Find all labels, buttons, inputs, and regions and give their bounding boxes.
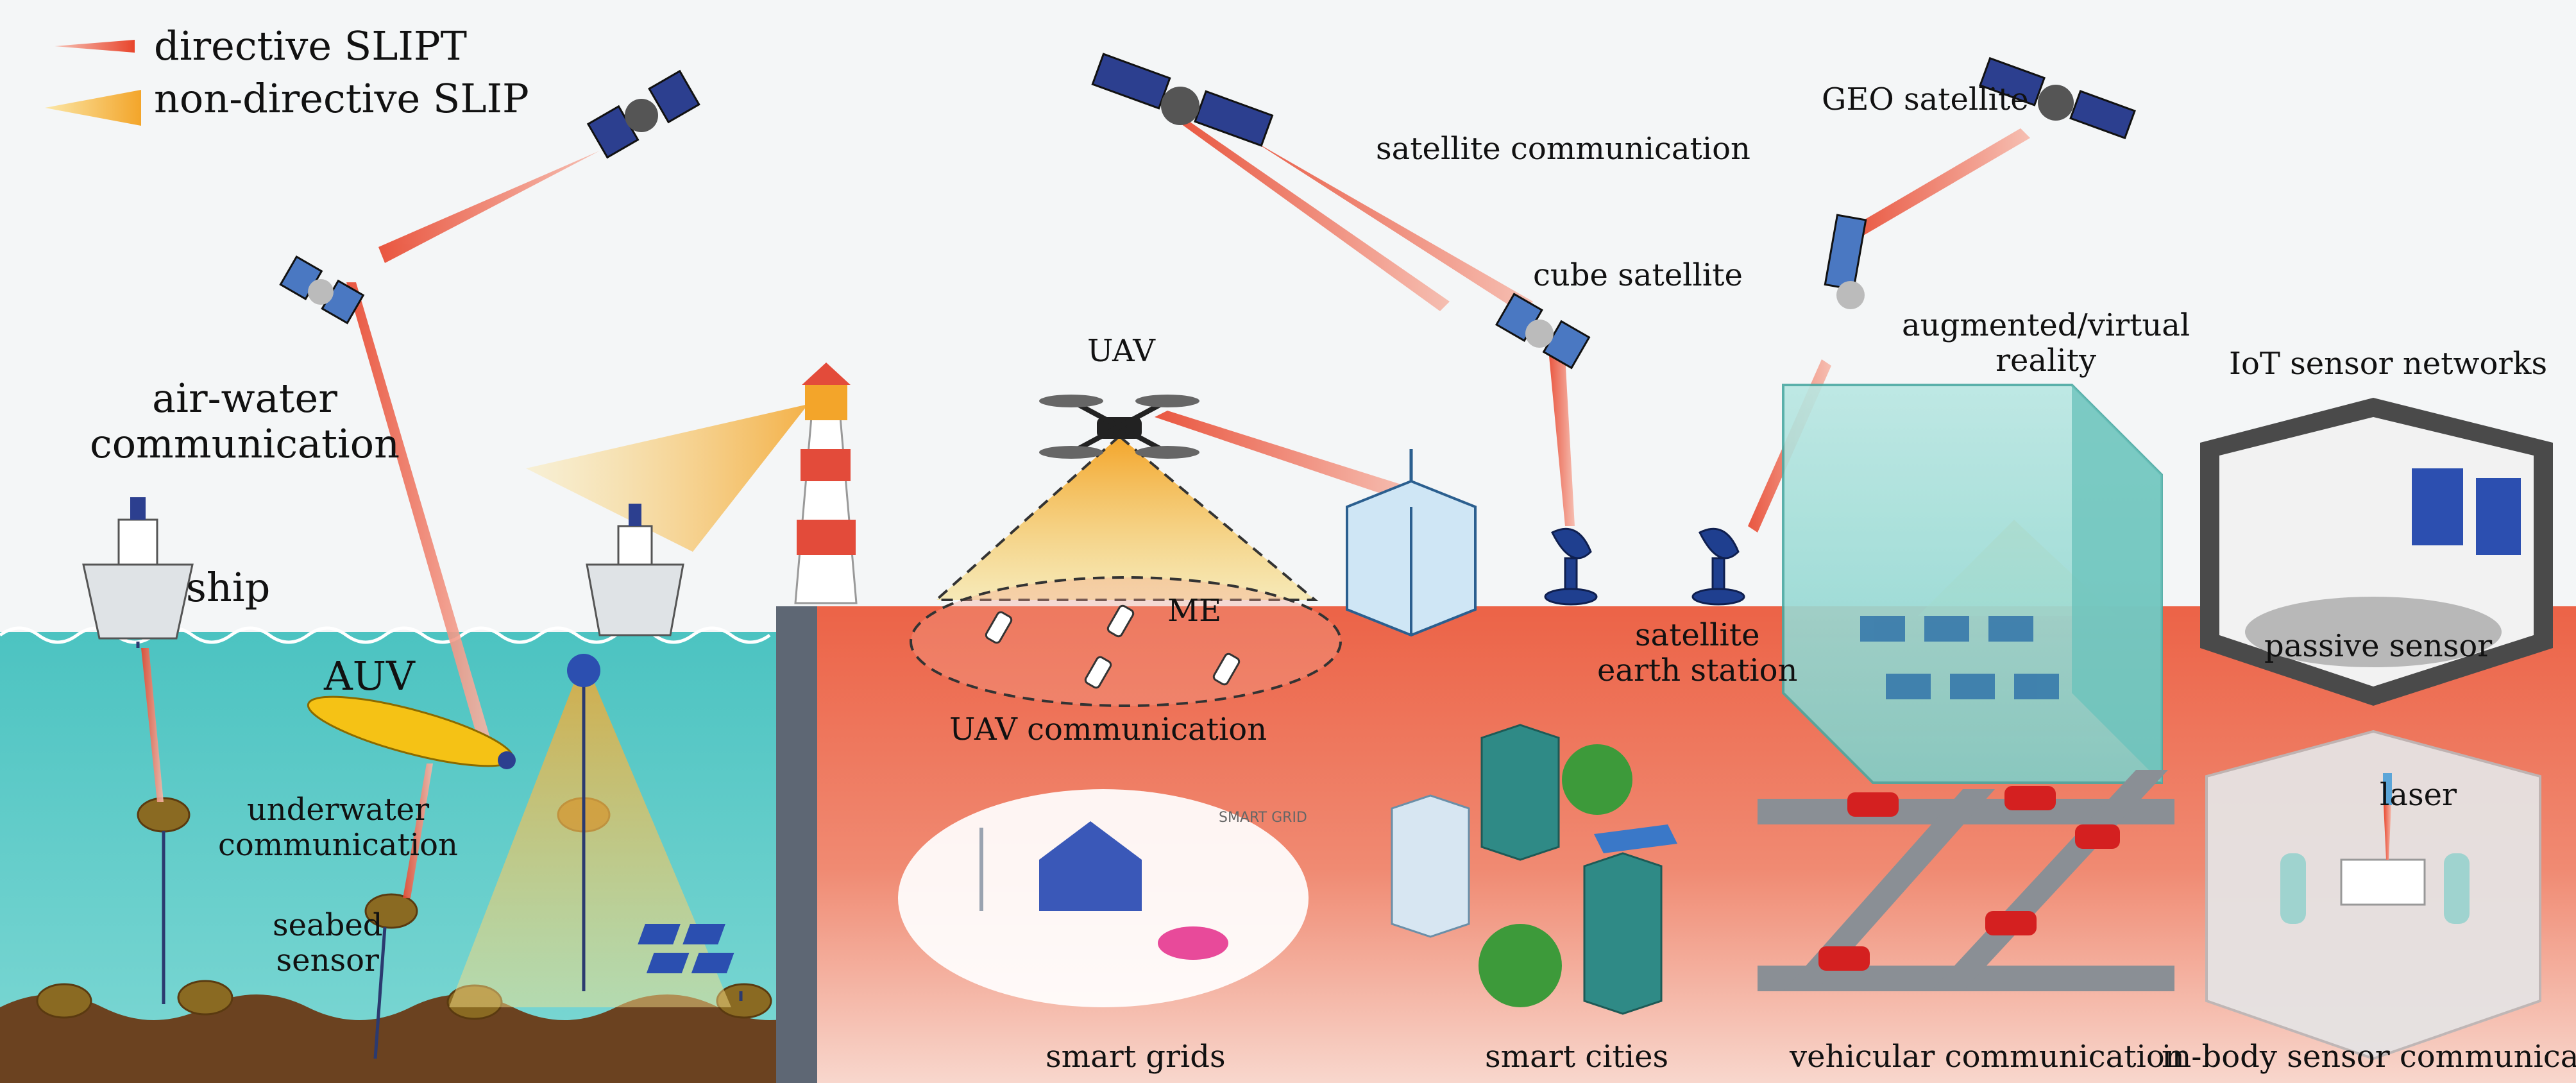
ar-vr-room bbox=[1782, 384, 2163, 784]
legend-directive-label: directive SLIPT bbox=[154, 22, 467, 69]
ship-label: ship bbox=[186, 564, 271, 611]
legend-non-directive-label: non-directive SLIP bbox=[154, 75, 529, 122]
smart-cities-scene bbox=[1391, 724, 1677, 1015]
laser-label: laser bbox=[2380, 777, 2457, 813]
cars bbox=[1818, 786, 2120, 971]
underwater-label: underwater communication bbox=[218, 792, 458, 864]
uav-drone bbox=[1039, 395, 1199, 459]
underwater-broadcast-beam bbox=[449, 658, 731, 1007]
roads bbox=[1758, 770, 2174, 991]
iot-room bbox=[2200, 398, 2553, 706]
in-body-label: in-body sensor communication bbox=[2162, 1039, 2576, 1075]
mobile-equipment bbox=[985, 604, 1241, 689]
seabed-label: seabed sensor bbox=[273, 907, 383, 979]
uav-communication-label: UAV communication bbox=[949, 712, 1267, 747]
geo-satellite-label: GEO satellite bbox=[1822, 81, 2029, 117]
uav-label: UAV bbox=[1087, 333, 1155, 369]
ships bbox=[82, 497, 684, 640]
air-water-label: air-water communication bbox=[90, 375, 400, 468]
sensor-tethers bbox=[136, 642, 743, 1059]
seabed-floor bbox=[0, 994, 821, 1083]
vehicular-label: vehicular communication bbox=[1790, 1039, 2185, 1075]
uav-coverage-ellipse bbox=[910, 576, 1342, 707]
legend-non-directive-swatch bbox=[45, 90, 141, 126]
in-body-room bbox=[2205, 729, 2541, 1061]
iot-label: IoT sensor networks bbox=[2229, 346, 2548, 382]
passive-sensor-label: passive sensor bbox=[2264, 628, 2493, 664]
buoy bbox=[567, 654, 600, 687]
pier bbox=[776, 606, 817, 1083]
cube-satellite-label: cube satellite bbox=[1533, 257, 1743, 293]
satellites bbox=[279, 53, 2136, 370]
uav-broadcast-beam bbox=[933, 434, 1319, 601]
directive-beams bbox=[141, 119, 2030, 898]
legend-directive-swatch bbox=[55, 40, 135, 53]
office-building bbox=[1346, 449, 1477, 637]
earth-station-dishes bbox=[1544, 527, 1745, 606]
smart-grid-sign: SMART GRID bbox=[1219, 810, 1307, 826]
lighthouse bbox=[794, 362, 858, 604]
smart-grids-label: smart grids bbox=[1046, 1039, 1226, 1075]
auv-label: AUV bbox=[324, 652, 415, 699]
satellite-communication-label: satellite communication bbox=[1376, 131, 1750, 167]
lighthouse-beam bbox=[526, 404, 808, 552]
auv-vehicle bbox=[307, 695, 516, 769]
earth-station-label: satellite earth station bbox=[1597, 617, 1798, 689]
me-label: ME bbox=[1167, 593, 1222, 629]
ar-vr-label: augmented/virtual reality bbox=[1902, 307, 2190, 379]
smart-grids-scene bbox=[638, 789, 1309, 1007]
smart-cities-label: smart cities bbox=[1485, 1039, 1669, 1075]
